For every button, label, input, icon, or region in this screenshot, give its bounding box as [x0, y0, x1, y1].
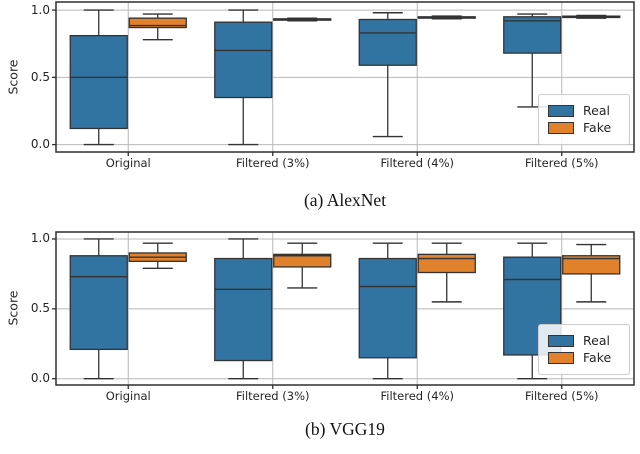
iqr-box — [273, 253, 332, 268]
legend-label-real: Real — [583, 103, 610, 118]
box-real-0 — [69, 238, 128, 380]
legend-vgg19: Real Fake — [538, 324, 630, 375]
iqr-box — [503, 16, 562, 54]
x-tick-label: Filtered (4%) — [380, 156, 454, 170]
box-fake-0 — [128, 242, 187, 270]
caption-vgg19: (b) VGG19 — [305, 419, 385, 439]
x-tick-label: Filtered (4%) — [380, 389, 454, 403]
box-fake-3 — [562, 243, 621, 303]
y-tick-label: 0.0 — [30, 371, 50, 386]
fake-color-swatch — [548, 352, 574, 364]
x-tick-label: Filtered (3%) — [236, 389, 310, 403]
box-real-0 — [69, 9, 128, 146]
real-color-swatch — [548, 105, 574, 117]
box-real-1 — [214, 9, 273, 146]
box-real-2 — [358, 242, 417, 380]
box-fake-1 — [273, 242, 332, 289]
iqr-box — [214, 21, 273, 99]
y-tick-label: 1.0 — [30, 231, 50, 246]
vgg19-plot — [52, 231, 635, 389]
box-fake-3 — [562, 14, 621, 19]
real-color-swatch — [548, 335, 574, 347]
x-tick-label: Filtered (5%) — [525, 156, 599, 170]
alexnet-plot — [52, 1, 635, 156]
x-tick-label: Filtered (3%) — [236, 156, 310, 170]
caption-alexnet: (a) AlexNet — [303, 190, 387, 210]
y-tick-label: 0.5 — [30, 69, 50, 84]
legend-item-real: Real — [548, 334, 620, 348]
box-real-2 — [358, 12, 417, 138]
legend-label-fake: Fake — [583, 350, 612, 365]
y-tick-label: 0.5 — [30, 301, 50, 316]
box-fake-2 — [417, 242, 476, 303]
box-real-3 — [503, 13, 562, 108]
legend-label-real: Real — [583, 333, 610, 348]
legend-item-fake: Fake — [548, 121, 620, 135]
iqr-box — [358, 257, 417, 359]
iqr-box — [214, 257, 273, 362]
iqr-box — [562, 255, 621, 275]
iqr-box — [69, 255, 128, 351]
box-fake-2 — [417, 15, 476, 20]
iqr-box — [417, 253, 476, 274]
x-tick-label: Filtered (5%) — [525, 389, 599, 403]
y-tick-label: 0.0 — [30, 137, 50, 152]
box-fake-1 — [273, 17, 332, 22]
legend-alexnet: Real Fake — [538, 94, 630, 145]
y-tick-label: 1.0 — [30, 2, 50, 17]
legend-item-real: Real — [548, 104, 620, 118]
iqr-box — [69, 34, 128, 130]
legend-item-fake: Fake — [548, 351, 620, 365]
iqr-box — [128, 17, 187, 29]
x-tick-label: Original — [105, 156, 151, 170]
x-tick-label: Original — [105, 389, 151, 403]
legend-label-fake: Fake — [583, 120, 612, 135]
fake-color-swatch — [548, 122, 574, 134]
box-real-1 — [214, 238, 273, 380]
box-fake-0 — [128, 13, 187, 41]
iqr-box — [358, 18, 417, 66]
